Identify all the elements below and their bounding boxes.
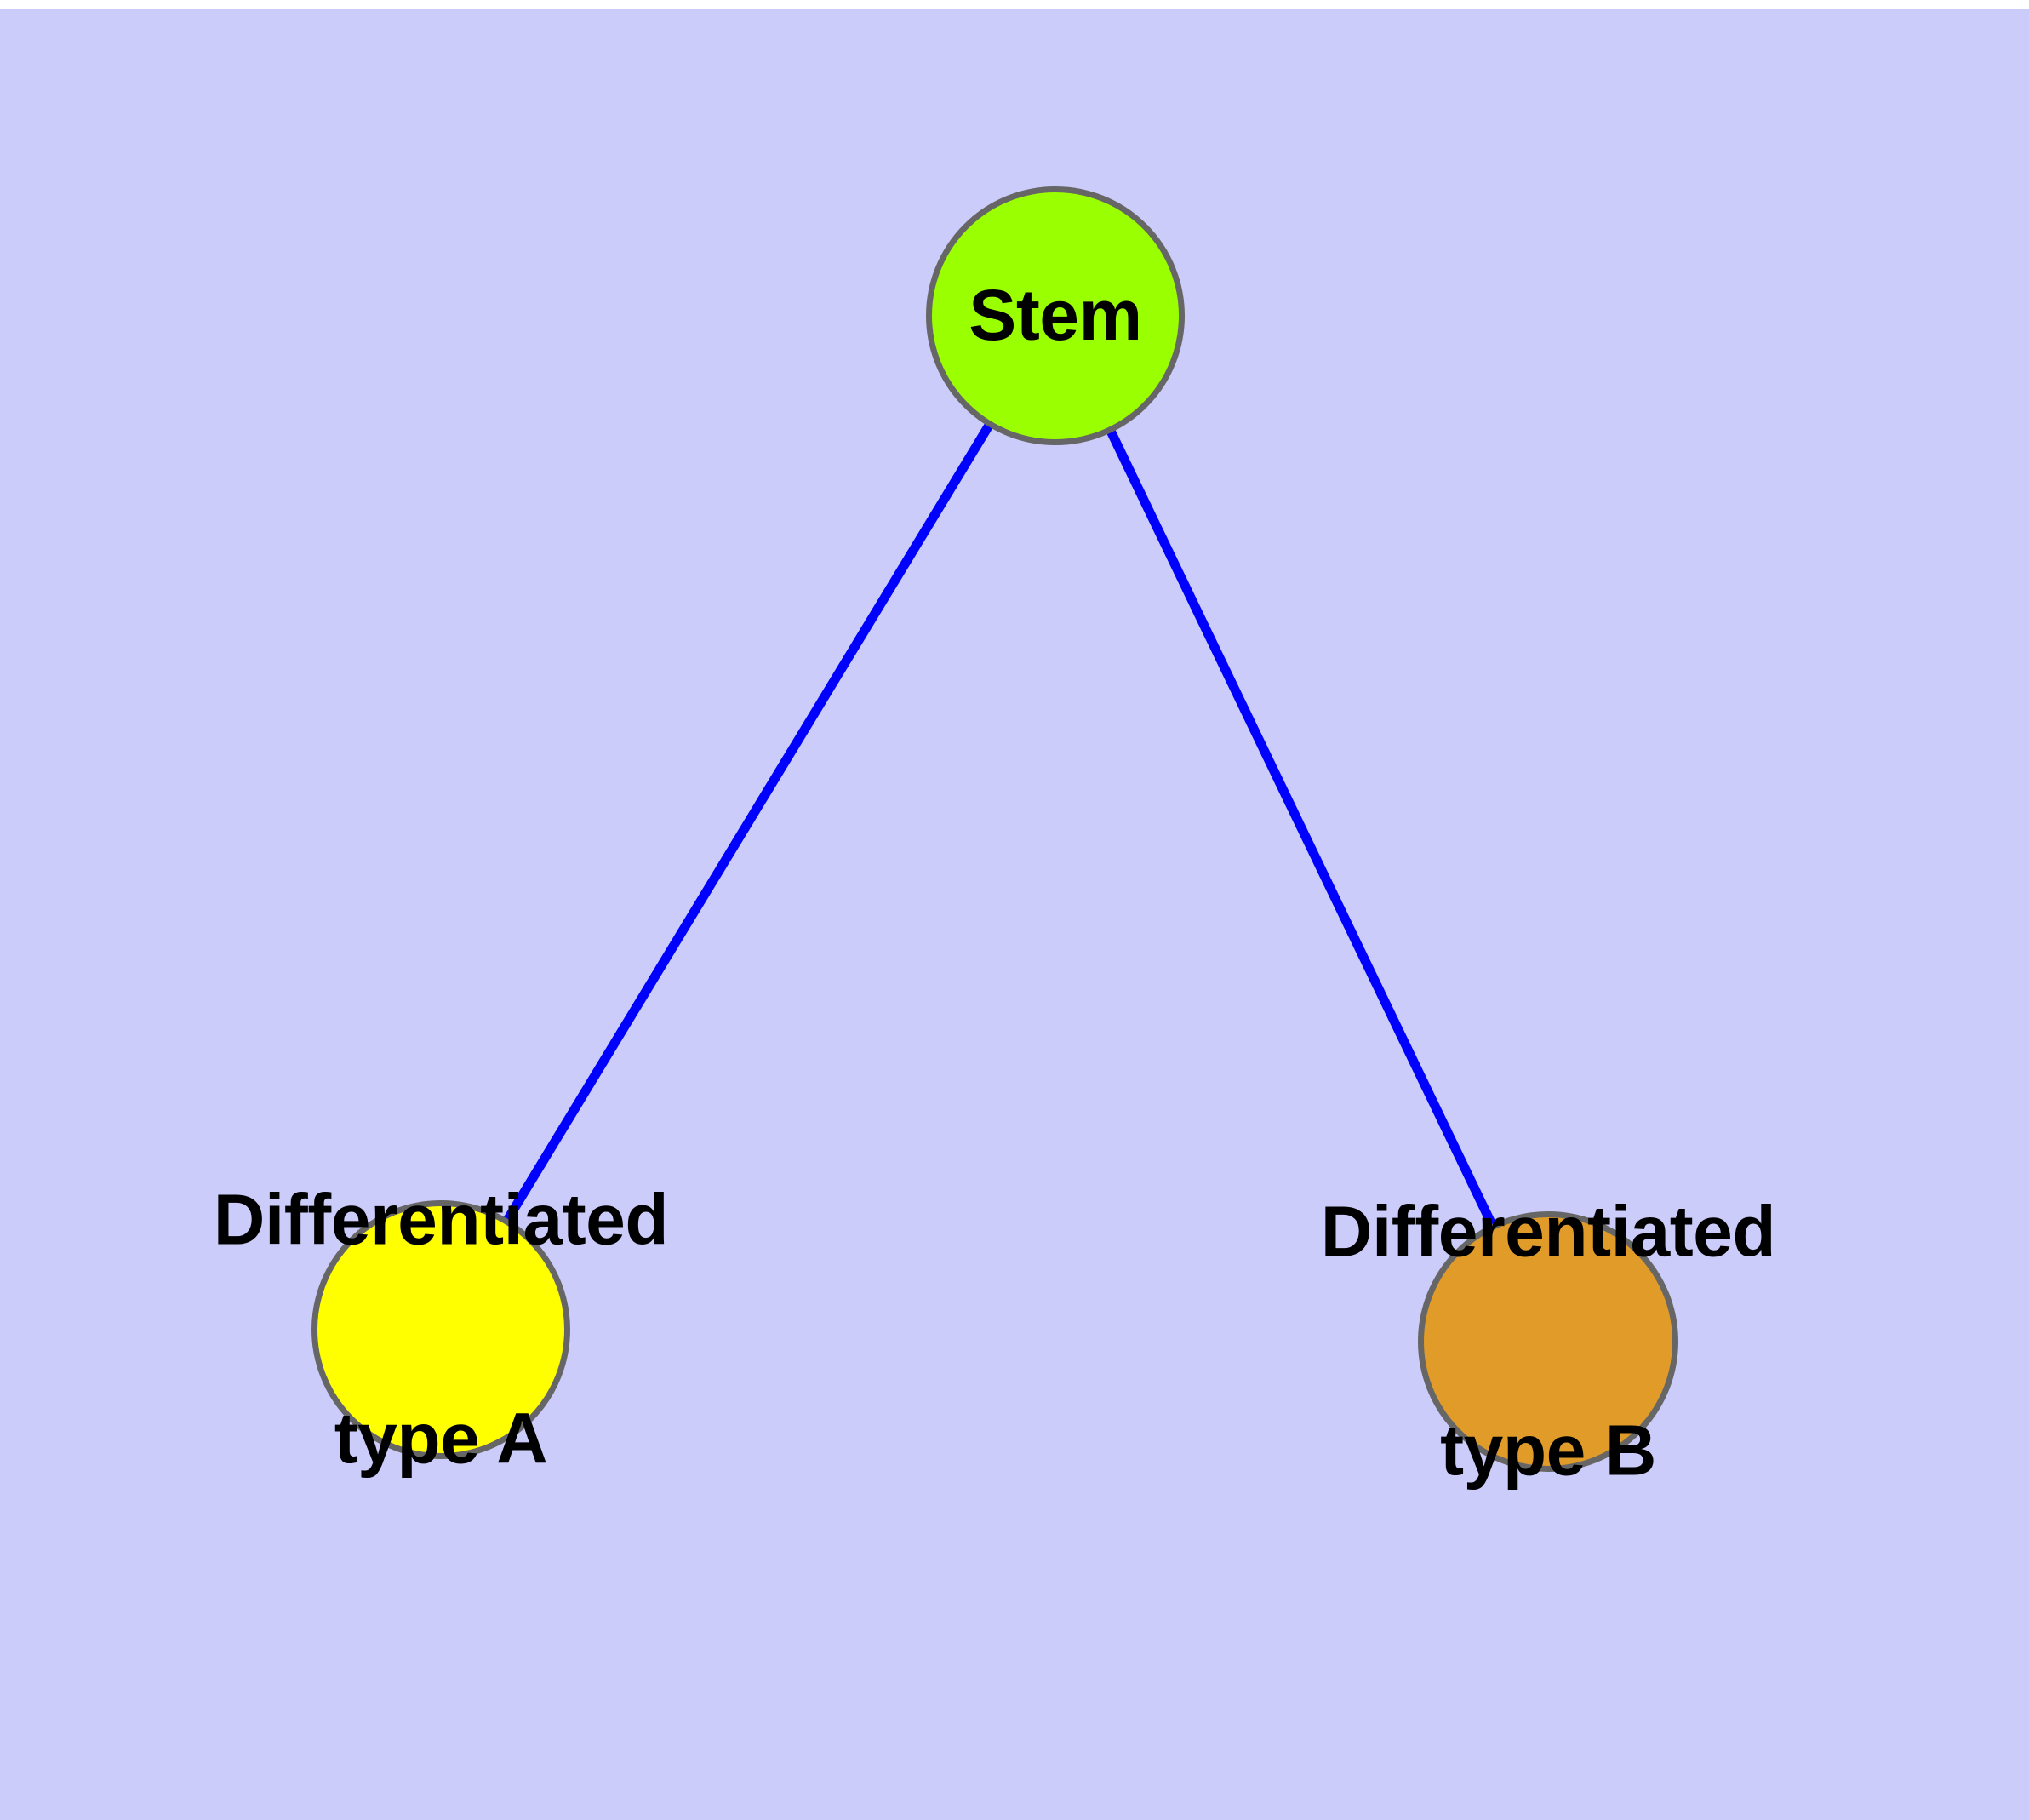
node-type-b[interactable] — [1418, 1211, 1678, 1472]
node-type-a[interactable] — [311, 1200, 570, 1459]
edge-stem-to-type-b — [1051, 313, 1552, 1344]
edge-stem-to-type-a — [437, 313, 1060, 1332]
edge-layer — [437, 313, 1552, 1344]
node-stem[interactable] — [926, 186, 1185, 445]
node-layer — [311, 186, 1678, 1472]
